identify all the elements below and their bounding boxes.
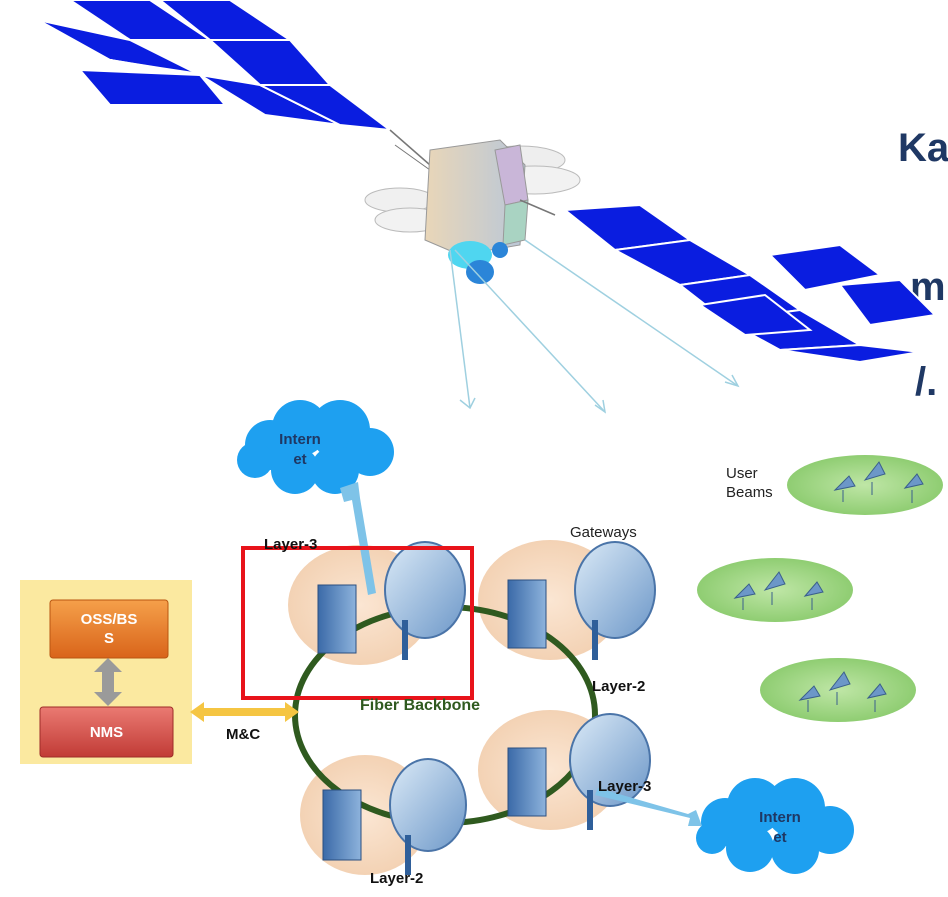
- cut-text-line-3: /.: [915, 360, 938, 404]
- nms-box: [39, 706, 174, 758]
- mc-label: M&C: [226, 726, 261, 743]
- layer3-label-bottom: Layer-3: [598, 778, 652, 795]
- layer3-label-top: Layer-3: [264, 536, 318, 553]
- gateway-equipment: [317, 541, 656, 875]
- internet-link-arrows: [340, 482, 702, 826]
- internet-cloud-top: [237, 400, 394, 494]
- mc-double-arrow: [190, 702, 299, 722]
- internet-cloud-bottom: [696, 778, 854, 874]
- internet-label-top: Intern et: [279, 431, 321, 468]
- user-beams-label: User Beams: [726, 465, 773, 501]
- oss-bss-label: OSS/BS S: [80, 611, 138, 647]
- satellite-bus: [364, 139, 581, 284]
- user-terminals: [733, 461, 924, 712]
- downlink-arrows: [449, 239, 740, 414]
- gateways-label: Gateways: [570, 524, 637, 541]
- cut-text-line-4: .: [920, 440, 932, 484]
- layer2-label-right: Layer-2: [592, 678, 646, 695]
- internet-label-bottom: Intern et: [759, 809, 801, 846]
- user-beam-ellipse-1: [787, 455, 943, 515]
- nms-label: NMS: [89, 723, 124, 741]
- user-beam-ellipse-2: [697, 558, 853, 622]
- highlight-box: [241, 546, 474, 700]
- cut-text-line-1: Ka: [898, 126, 948, 170]
- fiber-backbone-label: Fiber Backbone: [360, 697, 481, 714]
- oss-bss-box: [49, 599, 169, 659]
- user-beam-ellipse-3: [760, 658, 916, 722]
- solar-array-left: [37, 0, 394, 132]
- oss-nms-double-arrow: [94, 658, 122, 706]
- layer2-label-bottom: Layer-2: [370, 870, 424, 887]
- solar-array-right: [562, 203, 938, 364]
